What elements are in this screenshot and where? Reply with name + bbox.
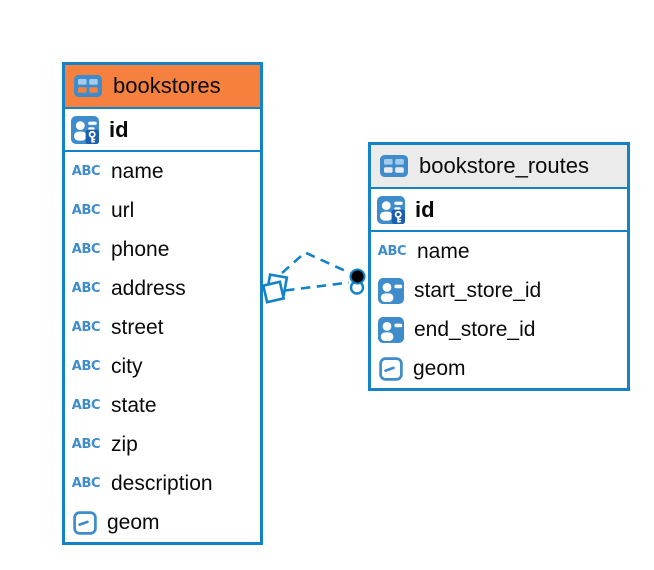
column-row[interactable]: ABC name bbox=[65, 152, 260, 191]
geometry-type-icon bbox=[73, 511, 97, 535]
column-name: end_store_id bbox=[414, 317, 536, 341]
foreign-key-icon bbox=[378, 278, 404, 304]
table-title: bookstore_routes bbox=[419, 153, 589, 178]
relationship-endpoint-squares[interactable] bbox=[261, 273, 289, 304]
column-name: id bbox=[109, 116, 129, 142]
column-row[interactable]: ABC city bbox=[65, 347, 260, 386]
relationship-lines bbox=[281, 250, 351, 292]
text-type-icon: ABC bbox=[71, 281, 101, 296]
column-name: zip bbox=[111, 432, 138, 456]
column-name: description bbox=[111, 471, 213, 495]
table-bookstore-routes[interactable]: bookstore_routes id ABC name start_store… bbox=[368, 142, 630, 391]
column-row[interactable]: geom bbox=[65, 503, 260, 542]
column-row[interactable]: ABC address bbox=[65, 269, 260, 308]
text-type-icon: ABC bbox=[71, 203, 101, 218]
text-type-icon: ABC bbox=[71, 164, 101, 179]
relationship-circle-marker[interactable] bbox=[349, 280, 365, 295]
text-type-icon: ABC bbox=[71, 398, 101, 413]
primary-key-icon bbox=[71, 116, 99, 144]
relationship-line[interactable] bbox=[281, 250, 351, 275]
column-name: phone bbox=[111, 237, 170, 261]
column-row[interactable]: end_store_id bbox=[371, 310, 627, 349]
geometry-type-icon bbox=[379, 357, 403, 381]
column-name: id bbox=[415, 196, 435, 222]
column-name: start_store_id bbox=[414, 278, 542, 302]
column-name: geom bbox=[413, 356, 466, 380]
table-icon bbox=[380, 155, 408, 177]
text-type-icon: ABC bbox=[71, 320, 101, 335]
primary-key-icon bbox=[377, 196, 405, 224]
column-row[interactable]: ABC street bbox=[65, 308, 260, 347]
column-row[interactable]: ABC url bbox=[65, 191, 260, 230]
column-name: geom bbox=[107, 510, 160, 534]
foreign-key-icon bbox=[378, 317, 404, 343]
column-row[interactable]: geom bbox=[371, 349, 627, 388]
relationship-endpoint-dots[interactable] bbox=[349, 268, 366, 295]
text-type-icon: ABC bbox=[71, 359, 101, 374]
text-type-icon: ABC bbox=[71, 242, 101, 257]
column-row[interactable]: start_store_id bbox=[371, 271, 627, 310]
column-name: url bbox=[111, 198, 135, 222]
column-name: street bbox=[111, 315, 164, 339]
columns-list: ABC name ABC url ABC phone ABC address A… bbox=[65, 152, 260, 542]
column-row[interactable]: ABC phone bbox=[65, 230, 260, 269]
column-row[interactable]: ABC description bbox=[65, 464, 260, 503]
column-row[interactable]: id bbox=[371, 189, 627, 232]
column-name: name bbox=[111, 159, 164, 183]
relationship-dot-marker[interactable] bbox=[349, 268, 366, 285]
relationship-square-marker[interactable] bbox=[265, 273, 289, 296]
table-bookstores[interactable]: bookstores id ABC name ABC url ABC phone… bbox=[62, 62, 263, 545]
table-icon bbox=[74, 75, 102, 97]
column-row[interactable]: ABC state bbox=[65, 386, 260, 425]
relationship-line[interactable] bbox=[284, 281, 350, 292]
relationship-square-marker[interactable] bbox=[261, 280, 286, 304]
column-name: name bbox=[417, 239, 470, 263]
text-type-icon: ABC bbox=[71, 437, 101, 452]
text-type-icon: ABC bbox=[71, 476, 101, 491]
column-name: city bbox=[111, 354, 143, 378]
column-name: address bbox=[111, 276, 186, 300]
table-header[interactable]: bookstores bbox=[65, 65, 260, 109]
table-header[interactable]: bookstore_routes bbox=[371, 145, 627, 189]
column-row[interactable]: id bbox=[65, 109, 260, 152]
column-name: state bbox=[111, 393, 157, 417]
text-type-icon: ABC bbox=[377, 244, 407, 259]
table-title: bookstores bbox=[113, 73, 221, 98]
column-row[interactable]: ABC zip bbox=[65, 425, 260, 464]
column-row[interactable]: ABC name bbox=[371, 232, 627, 271]
columns-list: ABC name start_store_id end_store_id geo… bbox=[371, 232, 627, 388]
